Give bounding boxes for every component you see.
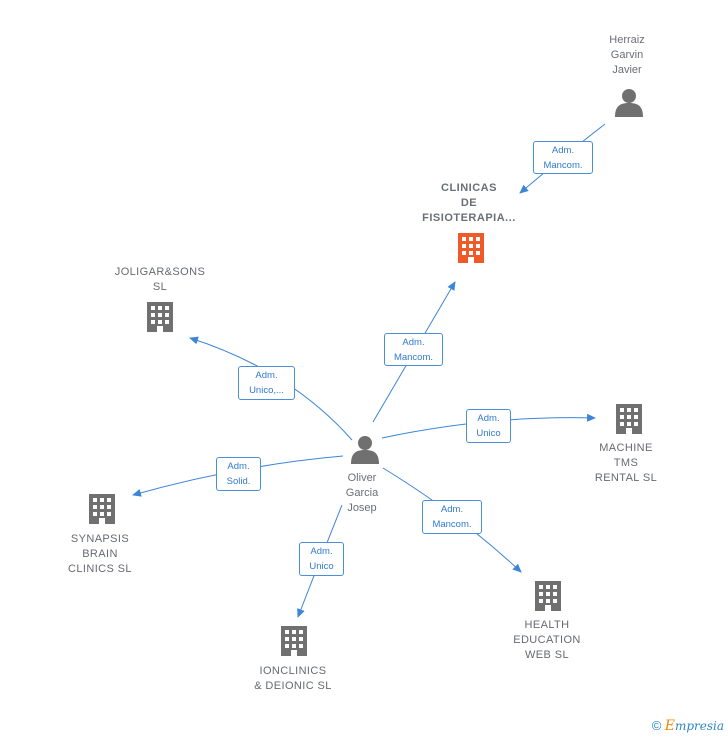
building-icon-health xyxy=(535,581,561,611)
company-label-joligar[interactable]: JOLIGAR&SONS SL xyxy=(114,266,206,293)
role-box-oliver-synapsis: Adm. Solid. xyxy=(216,457,261,491)
person-icon-herraiz xyxy=(615,89,643,117)
role-box-oliver-ionclinics: Adm. Unico xyxy=(299,542,344,576)
role-box-oliver-machine: Adm. Unico xyxy=(466,409,511,443)
building-icon-synapsis xyxy=(89,494,115,524)
person-icon-oliver xyxy=(351,436,379,464)
person-label-oliver[interactable]: Oliver Garcia Josep xyxy=(345,472,379,514)
company-label-ionclinics[interactable]: IONCLINICS & DEIONIC SL xyxy=(254,665,332,692)
empresia-logo-text: mpresia xyxy=(674,719,724,733)
building-icon-joligar xyxy=(147,302,173,332)
building-icon-clinicas xyxy=(458,233,484,263)
copyright-symbol: © xyxy=(651,718,662,733)
building-icon-ionclinics xyxy=(281,626,307,656)
role-box-oliver-clinicas: Adm. Mancom. xyxy=(384,333,443,366)
person-label-herraiz[interactable]: Herraiz Garvin Javier xyxy=(609,34,645,76)
company-label-clinicas[interactable]: CLINICAS DE FISIOTERAPIA... xyxy=(422,182,516,224)
empresia-watermark: © Empresia xyxy=(652,718,724,734)
role-box-oliver-health: Adm. Mancom. xyxy=(422,500,482,534)
company-label-synapsis[interactable]: SYNAPSIS BRAIN CLINICS SL xyxy=(68,533,132,575)
empresia-logo-initial: E xyxy=(664,718,675,734)
building-icon-machine xyxy=(616,404,642,434)
role-box-herraiz-clinicas: Adm. Mancom. xyxy=(533,141,593,174)
role-box-oliver-joligar: Adm. Unico,... xyxy=(238,366,295,400)
company-label-machine[interactable]: MACHINE TMS RENTAL SL xyxy=(594,442,658,484)
company-label-health[interactable]: HEALTH EDUCATION WEB SL xyxy=(513,619,581,661)
